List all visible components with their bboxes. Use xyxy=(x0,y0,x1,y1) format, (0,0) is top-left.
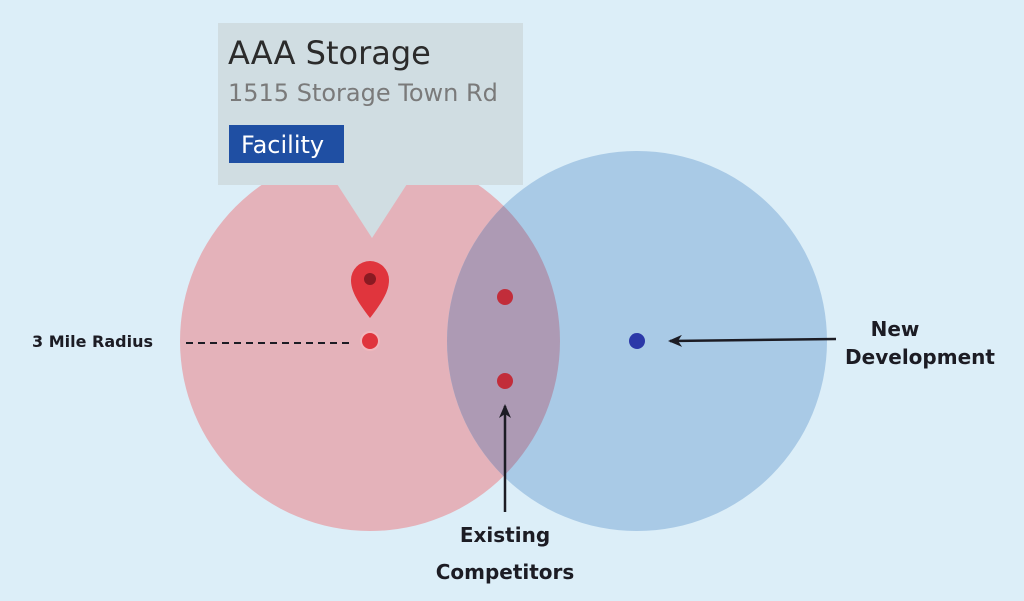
competitors-label-line2: Competitors xyxy=(436,560,575,584)
development-label-line2: Development xyxy=(845,345,995,369)
facility-badge xyxy=(229,125,344,163)
competitor-marker xyxy=(497,289,513,305)
development-marker xyxy=(629,333,645,349)
facility-address: 1515 Storage Town Rd xyxy=(228,79,498,107)
competitors-label-line1: Existing xyxy=(460,523,550,547)
competitor-marker xyxy=(497,373,513,389)
radius-label: 3 Mile Radius xyxy=(32,332,153,351)
facility-badge-label: Facility xyxy=(241,131,324,159)
facility-callout: AAA Storage 1515 Storage Town Rd Facilit… xyxy=(218,23,523,238)
facility-center-marker xyxy=(360,331,380,351)
development-arrow xyxy=(668,334,837,347)
development-label-line1: New xyxy=(871,317,920,341)
facility-name: AAA Storage xyxy=(228,34,431,72)
map-pin-icon xyxy=(351,261,389,318)
